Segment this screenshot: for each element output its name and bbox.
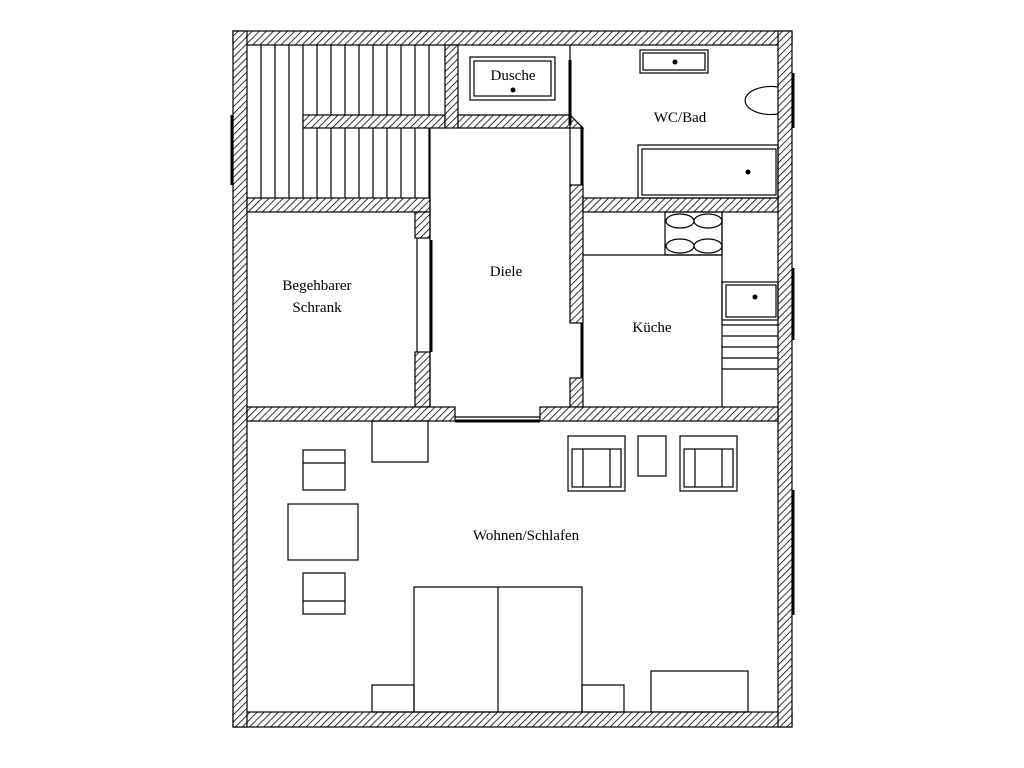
bathroom-fixtures <box>637 49 779 199</box>
kitchen-fixtures <box>583 211 779 407</box>
nightstand <box>371 684 415 713</box>
doors-windows <box>230 60 795 615</box>
armchair <box>567 435 626 492</box>
interior-walls <box>246 44 779 422</box>
armchair <box>679 435 738 492</box>
cabinet <box>650 670 749 713</box>
table <box>287 503 359 561</box>
room-label-closet-2: Schrank <box>292 300 342 316</box>
room-label-living: Wohnen/Schlafen <box>473 528 580 544</box>
chair <box>302 449 346 491</box>
outer-walls <box>232 30 793 728</box>
room-label-kitchen: Küche <box>632 320 671 336</box>
shower-tray <box>469 56 556 101</box>
living-furniture <box>287 420 749 713</box>
desk <box>371 420 429 463</box>
room-label-hallway: Diele <box>490 264 523 280</box>
room-label-closet-1: Begehbarer <box>282 278 351 294</box>
nightstand <box>581 684 625 713</box>
room-label-bathroom: WC/Bad <box>654 110 707 126</box>
room-label-shower: Dusche <box>491 68 536 84</box>
toilet <box>744 85 779 116</box>
chair <box>302 572 346 615</box>
kitchen-sink <box>721 281 779 321</box>
side-table <box>637 435 667 477</box>
bathtub <box>637 144 779 199</box>
